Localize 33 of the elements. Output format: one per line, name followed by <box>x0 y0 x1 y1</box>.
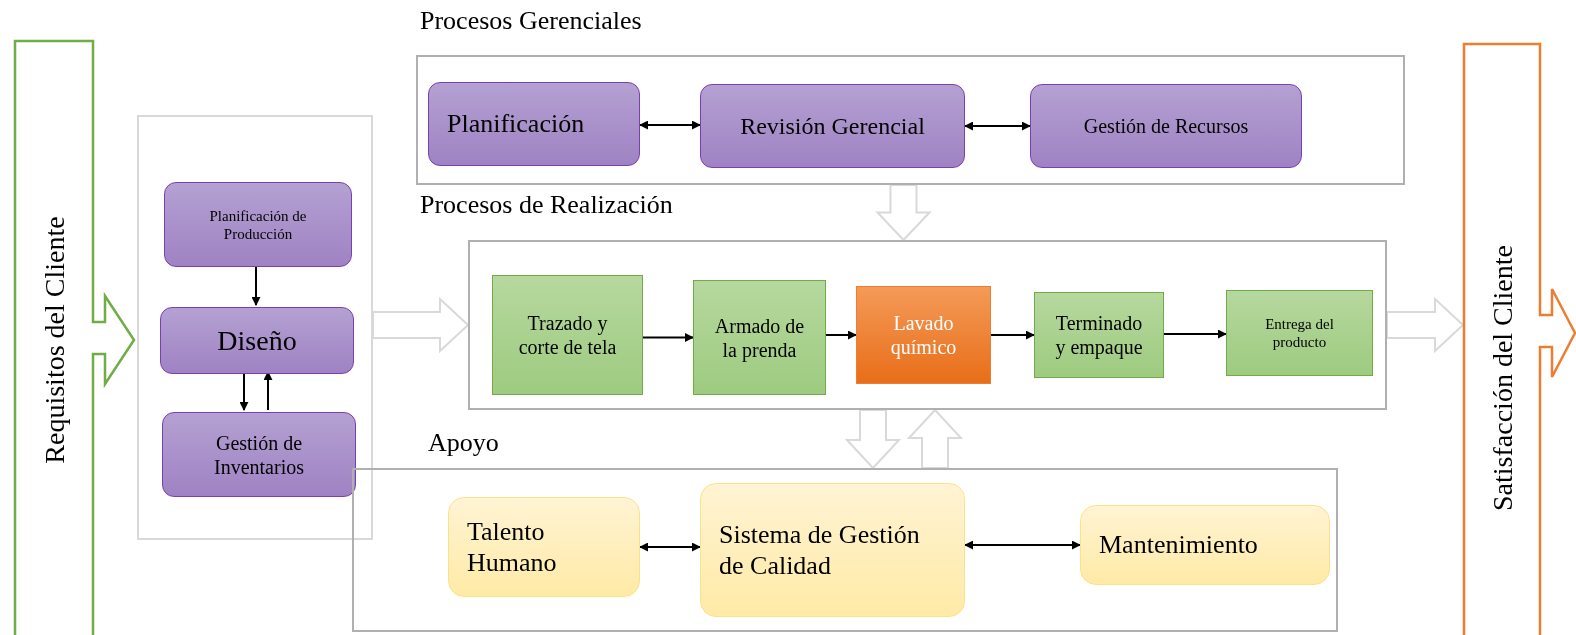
block-arrow <box>906 408 964 469</box>
process-step-box: Terminado y empaque <box>1034 292 1164 378</box>
arrow <box>639 542 701 552</box>
group-frame <box>137 115 373 540</box>
process-step-box: Armado de la prenda <box>693 280 826 395</box>
group-heading: Procesos Gerenciales <box>420 8 642 34</box>
block-arrow <box>1386 296 1465 354</box>
arrow <box>642 333 694 342</box>
arrow <box>825 330 857 340</box>
group-heading: Procesos de Realización <box>420 192 673 218</box>
highlighted-step-box: Lavado químico <box>856 286 991 384</box>
arrow <box>639 120 701 130</box>
support-box: Sistema de Gestión de Calidad <box>700 483 965 617</box>
block-arrow <box>844 409 902 470</box>
block-arrow <box>875 184 932 242</box>
process-step-box: Trazado y corte de tela <box>492 275 643 395</box>
process-step-box: Entrega del producto <box>1226 290 1373 376</box>
group-heading: Apoyo <box>428 430 499 456</box>
arrow <box>964 540 1081 550</box>
arrow <box>964 121 1031 131</box>
process-box: Gestión de Recursos <box>1030 84 1302 168</box>
arrow <box>1163 329 1227 339</box>
vertical-label: Requisitos del Cliente <box>40 216 69 464</box>
support-box: Mantenimiento <box>1080 505 1330 585</box>
vertical-label: Satisfacción del Cliente <box>1488 245 1517 511</box>
process-box: Planificación <box>428 82 640 166</box>
process-box: Planificación de Producción <box>164 182 352 267</box>
process-box: Revisión Gerencial <box>700 84 965 168</box>
process-box: Diseño <box>160 307 354 374</box>
block-arrow <box>372 296 470 354</box>
process-box: Gestión de Inventarios <box>162 412 356 497</box>
arrow <box>990 330 1035 340</box>
support-box: Talento Humano <box>448 497 640 597</box>
